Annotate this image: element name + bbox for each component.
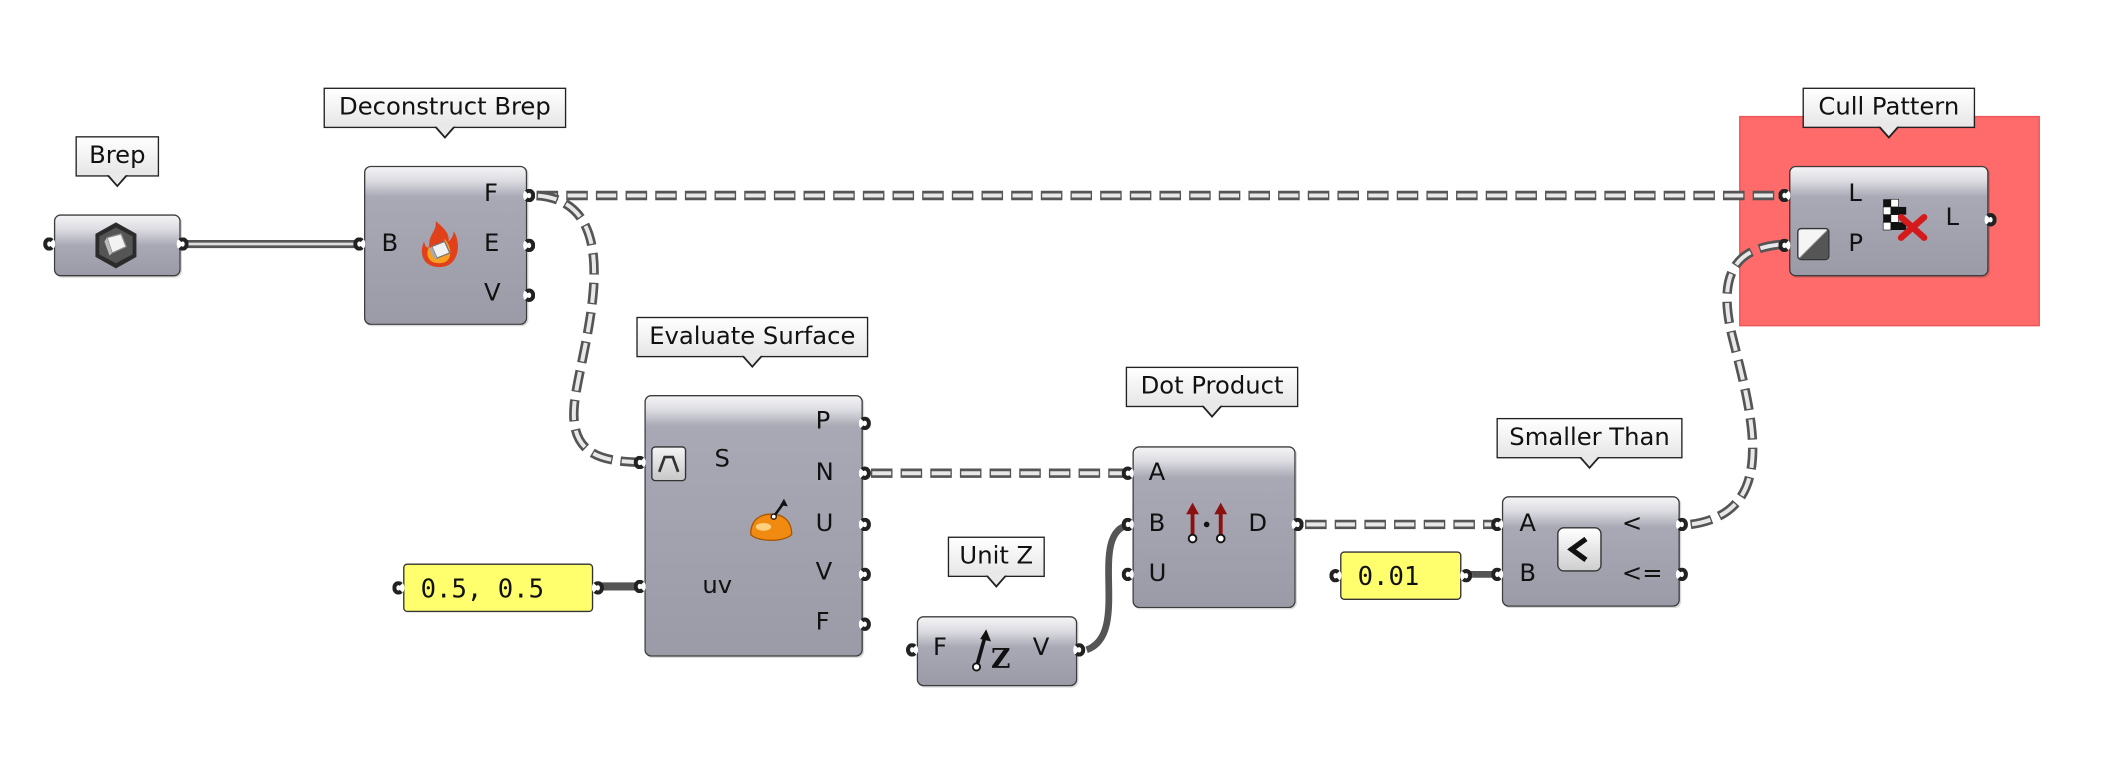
cull-output-l-label: L [1945,203,1959,232]
deconstruct-output-e-label: E [484,229,500,258]
unit-z-tag: Unit Z [947,536,1045,588]
cull-input-p-port[interactable] [1778,238,1791,253]
uv-panel-input-port[interactable] [392,581,405,595]
evaluate-input-uv-label: uv [702,571,733,600]
evaluate-output-f-port[interactable] [858,617,871,631]
brep-input-port[interactable] [43,237,56,251]
invert-flag-icon[interactable] [1797,227,1830,261]
tolerance-panel[interactable]: 0.01 [1340,551,1462,600]
dot-product-tag: Dot Product [1125,366,1299,418]
tolerance-panel-input-port[interactable] [1329,568,1342,583]
smaller-output-lt-label: < [1621,509,1643,538]
wire-unitz-to-dot[interactable] [1085,521,1131,654]
cull-input-l-port[interactable] [1778,188,1791,203]
dot-product-arrows-icon [1186,502,1228,544]
dot-input-u-label: U [1148,559,1167,588]
smaller-output-lt-port[interactable] [1675,517,1688,532]
brep-tag: Brep [75,136,160,188]
tolerance-panel-output-port[interactable] [1460,568,1473,583]
brep-hexagon-icon [95,222,137,269]
evaluate-output-f-label: F [815,608,830,637]
smaller-than-tag: Smaller Than [1496,417,1683,470]
smaller-input-a-port[interactable] [1491,517,1504,532]
smaller-input-b-label: B [1519,559,1537,588]
dot-input-b-port[interactable] [1121,517,1134,532]
cull-output-l-port[interactable] [1984,213,1997,227]
deconstruct-output-v-label: V [484,279,501,308]
unit-z-vector-icon: Z [971,629,1011,675]
unit-z-input-f-label: F [932,633,947,662]
evaluate-output-p-port[interactable] [858,416,871,431]
smaller-input-a-label: A [1519,509,1537,538]
deconstruct-output-v-port[interactable] [523,288,536,302]
surface-point-icon [750,498,793,541]
dot-output-d-label: D [1248,509,1268,538]
wire-smaller-to-cull-pattern[interactable] [1689,239,1786,530]
svg-text:Z: Z [991,644,1010,675]
evaluate-input-s-port[interactable] [633,455,646,470]
deconstruct-input-b-label: B [381,229,399,258]
unit-z-output-v-label: V [1032,633,1050,662]
less-than-icon [1557,527,1602,572]
dot-input-b-label: B [1148,509,1166,538]
smaller-input-b-port[interactable] [1491,567,1504,582]
evaluate-surface-tag: Evaluate Surface [636,316,869,369]
evaluate-output-p-label: P [815,407,831,436]
evaluate-output-n-port[interactable] [858,466,871,480]
evaluate-output-v-port[interactable] [858,567,871,582]
uv-panel[interactable]: 0.5, 0.5 [403,563,594,613]
brep-param[interactable] [53,214,181,277]
cull-pattern-tag: Cull Pattern [1802,87,1976,139]
uv-panel-output-port[interactable] [591,581,604,595]
deconstruct-output-f-port[interactable] [523,188,536,203]
deconstruct-output-f-label: F [484,179,498,208]
evaluate-input-s-label: S [714,444,730,474]
evaluate-output-u-label: U [815,509,834,538]
reparameterize-flag-icon[interactable] [651,446,687,482]
flaming-brep-icon [421,220,458,268]
evaluate-input-uv-port[interactable] [633,579,646,594]
dot-input-u-port[interactable] [1121,567,1134,582]
cull-input-p-label: P [1848,229,1864,258]
evaluate-output-n-label: N [815,458,834,487]
deconstruct-brep-tag: Deconstruct Brep [323,87,567,139]
unit-z-output-v-port[interactable] [1073,643,1086,657]
evaluate-output-u-port[interactable] [858,517,871,532]
dot-output-d-port[interactable] [1291,517,1304,532]
cull-checker-icon [1882,198,1928,241]
deconstruct-input-b-port[interactable] [353,237,366,251]
cull-input-l-label: L [1848,179,1862,208]
dot-product-component[interactable] [1132,446,1296,609]
dot-input-a-port[interactable] [1121,466,1134,480]
smaller-output-le-port[interactable] [1675,567,1688,582]
deconstruct-output-e-port[interactable] [523,238,536,253]
unit-z-component[interactable] [916,616,1078,687]
brep-output-port[interactable] [176,237,189,251]
dot-input-a-label: A [1148,458,1166,487]
smaller-output-le-label: <= [1621,559,1663,588]
evaluate-output-v-label: V [815,558,833,587]
unit-z-input-f-port[interactable] [905,643,919,657]
